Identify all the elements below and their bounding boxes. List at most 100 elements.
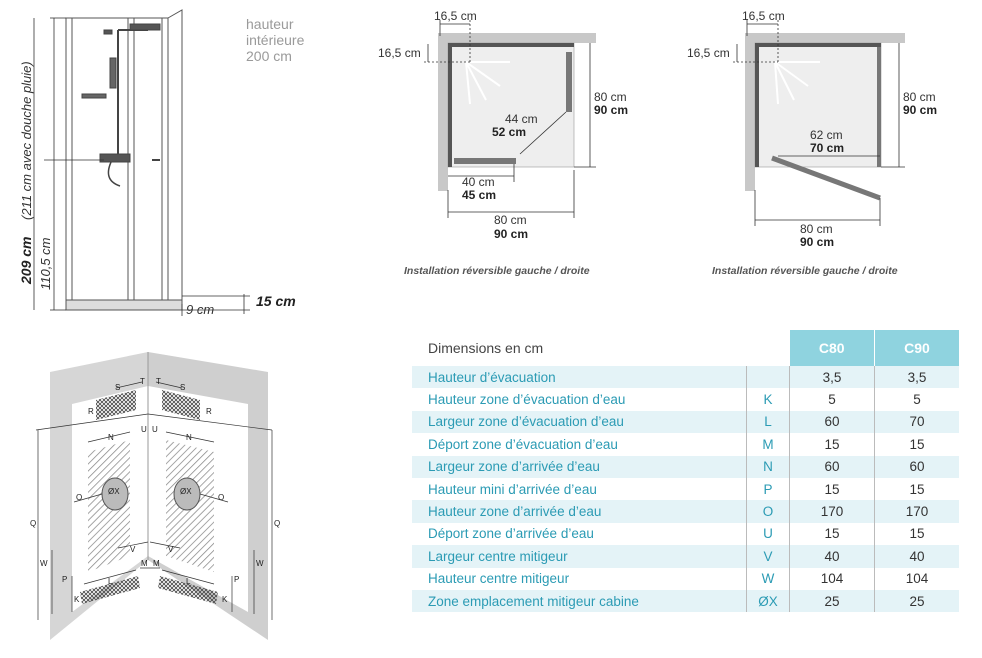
row-label: Hauteur d’évacuation — [412, 366, 747, 389]
plan-left-dims — [424, 20, 596, 218]
letter-p-right: P — [234, 575, 239, 584]
row-value-c90: 15 — [874, 477, 959, 501]
row-value-c80: 40 — [789, 545, 875, 568]
row-value-c90: 15 — [874, 522, 959, 546]
row-value-c90: 40 — [874, 545, 959, 568]
plan-left-door-45: 45 cm — [462, 188, 496, 202]
row-code: P — [746, 477, 790, 501]
mixer-height: 110,5 cm — [38, 237, 53, 290]
plan-left-top-offset: 16,5 cm — [434, 9, 477, 23]
row-value-c90: 3,5 — [874, 366, 959, 389]
row-value-c80: 60 — [789, 410, 875, 434]
tray-offset: 9 cm — [186, 302, 214, 317]
plan-left-width-90: 90 cm — [494, 227, 528, 241]
row-value-c90: 25 — [874, 589, 959, 613]
shower-column — [81, 23, 161, 187]
row-value-c90: 15 — [874, 433, 959, 456]
inner-height-line1: hauteur — [246, 16, 294, 32]
letter-v-right: V — [168, 545, 174, 554]
hatched-zones — [80, 390, 218, 604]
letter-t-right: T — [156, 377, 161, 386]
letter-r-left: R — [88, 407, 94, 416]
dimensions-table: Dimensions en cm C80 C90 Hauteur d’évacu… — [412, 330, 959, 613]
plan-left-width-80: 80 cm — [494, 213, 527, 227]
letter-o-right: O — [218, 493, 224, 502]
row-value-c80: 15 — [789, 433, 875, 456]
plan-right-door-70: 70 cm — [810, 141, 844, 155]
letter-r-right: R — [206, 407, 212, 416]
row-label: Hauteur centre mitigeur — [412, 567, 747, 590]
plan-left-diag-44: 44 cm — [505, 112, 538, 126]
row-code: K — [746, 388, 790, 411]
row-code: L — [746, 410, 790, 434]
plan-right-depth-90: 90 cm — [903, 103, 937, 117]
row-label: Largeur zone d’arrivée d’eau — [412, 455, 747, 478]
cabin-dimension-lines — [33, 17, 250, 316]
row-label: Hauteur zone d’évacuation d’eau — [412, 388, 747, 411]
plan-left-depth-80: 80 cm — [594, 90, 627, 104]
letter-w-left: W — [40, 559, 48, 568]
row-value-c90: 170 — [874, 500, 959, 523]
letter-k-left: K — [74, 595, 80, 604]
letter-t-left: T — [140, 377, 145, 386]
plan-right-caption: Installation réversible gauche / droite — [712, 265, 898, 277]
row-code — [746, 366, 790, 389]
row-value-c80: 25 — [789, 589, 875, 613]
row-code: M — [746, 433, 790, 456]
row-value-c80: 104 — [789, 567, 875, 590]
row-value-c80: 170 — [789, 500, 875, 523]
plan-left-caption: Installation réversible gauche / droite — [404, 265, 590, 277]
row-code: V — [746, 545, 790, 568]
row-value-c80: 3,5 — [789, 366, 875, 389]
row-value-c90: 70 — [874, 410, 959, 434]
row-value-c80: 15 — [789, 522, 875, 546]
letter-k-right: K — [222, 595, 228, 604]
row-label: Hauteur zone d’arrivée d’eau — [412, 500, 747, 523]
plan-left-door-40: 40 cm — [462, 175, 495, 189]
letter-o-left: O — [76, 493, 82, 502]
letter-u-right: U — [152, 425, 158, 434]
plan-left-diag-52: 52 cm — [492, 125, 526, 139]
plan-right-door-62: 62 cm — [810, 128, 843, 142]
tray-height: 15 cm — [256, 293, 296, 309]
table-header-row: Dimensions en cm C80 C90 — [412, 330, 959, 366]
row-value-c90: 5 — [874, 388, 959, 411]
row-label: Hauteur mini d’arrivée d’eau — [412, 477, 747, 501]
total-height-italic: (211 cm avec douche pluie) — [19, 61, 34, 220]
letter-n-right: N — [186, 433, 192, 442]
plan-right-shower-rays — [774, 61, 820, 105]
letter-l-right: L — [186, 577, 191, 586]
row-value-c80: 60 — [789, 455, 875, 478]
letter-u-left: U — [141, 425, 147, 434]
letter-m-left: M — [141, 559, 148, 568]
letter-q-left: Q — [30, 519, 36, 528]
inner-height-line2: intérieure — [246, 32, 305, 48]
letter-w-right: W — [256, 559, 264, 568]
row-code: U — [746, 522, 790, 546]
table-header-c80: C80 — [789, 330, 875, 366]
plan-right-side-offset: 16,5 cm — [687, 46, 730, 60]
row-label: Déport zone d’arrivée d’eau — [412, 522, 747, 546]
plan-right-width-90: 90 cm — [800, 235, 834, 249]
letter-n-left: N — [108, 433, 114, 442]
letter-m-right: M — [153, 559, 160, 568]
row-value-c90: 60 — [874, 455, 959, 478]
wall-dim-lines — [35, 381, 273, 620]
row-label: Largeur zone d’évacuation d’eau — [412, 410, 747, 434]
plan-right-dims — [733, 20, 905, 226]
row-code: O — [746, 500, 790, 523]
